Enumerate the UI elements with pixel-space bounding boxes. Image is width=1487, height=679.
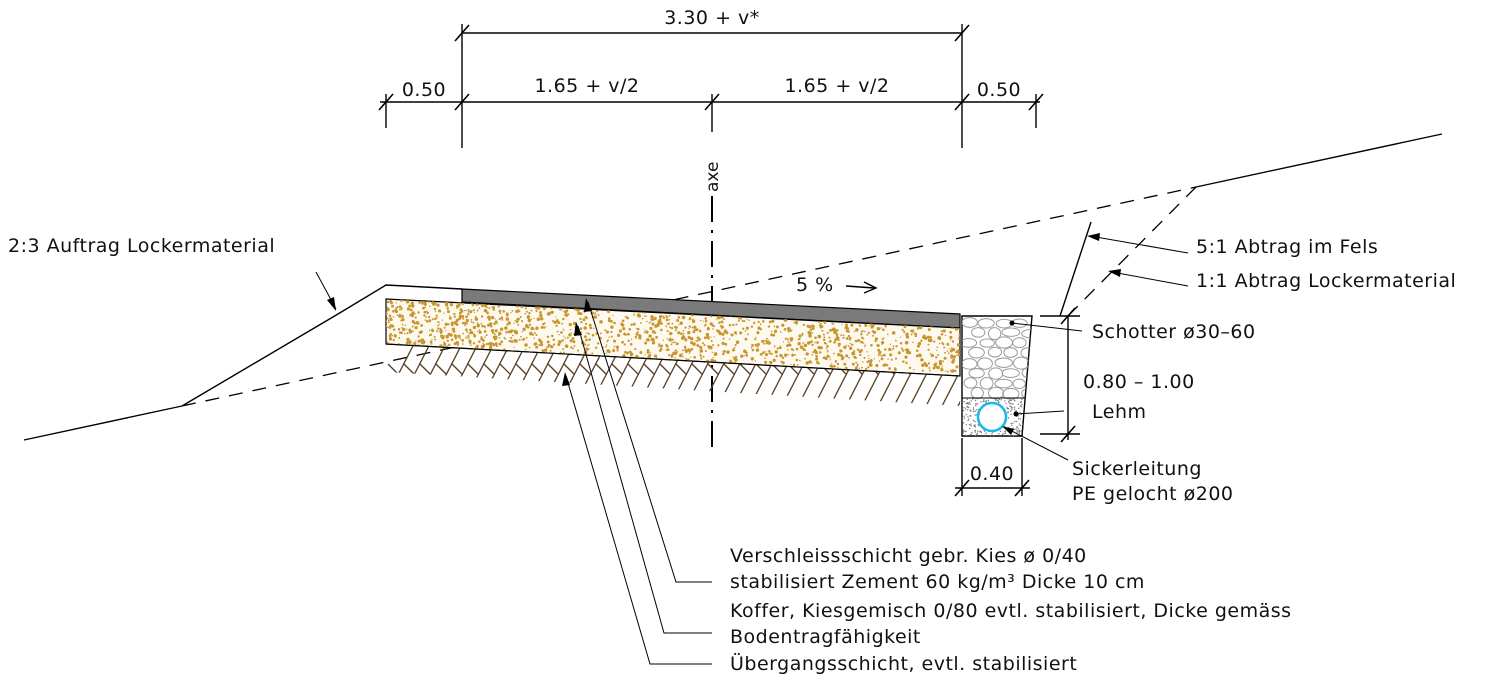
dim-shoulder-right-label: 0.50 [977,79,1021,101]
legend-line-5: Übergangsschicht, evtl. stabilisiert [730,652,1077,675]
dim-total-label: 3.30 + v* [664,7,760,29]
dim-half-left-label: 1.65 + v/2 [534,75,639,97]
drain-pipe [976,401,1008,433]
layer-legend: Verschleissschicht gebr. Kies ø 0/40 sta… [562,298,1292,675]
loose-cut-label: 1:1 Abtrag Lockermaterial [1196,270,1456,292]
cross-fall-label: 5 % [796,274,834,296]
terrain-lines [23,133,1443,441]
dim-shoulder-left-label: 0.50 [402,79,446,101]
cross-fall-indicator: 5 % [796,274,878,296]
legend-line-1: Verschleissschicht gebr. Kies ø 0/40 [730,545,1087,567]
legend-line-4: Bodentragfähigkeit [730,626,921,648]
fill-slope-label: 2:3 Auftrag Lockermaterial [8,235,275,257]
dim-depth-label: 0.80 – 1.00 [1083,371,1195,393]
drain-label-2: PE gelocht ø200 [1072,483,1234,505]
axis-label: axe [703,162,723,192]
base-speckle-texture [386,299,960,373]
dim-half-right-label: 1.65 + v/2 [784,75,889,97]
legend-line-3: Koffer, Kiesgemisch 0/80 evtl. stabilisi… [730,600,1292,622]
dim-trench-width-label: 0.40 [970,463,1014,485]
clay-label: Lehm [1092,401,1147,423]
rock-cut-label: 5:1 Abtrag im Fels [1196,236,1378,258]
drain-label-1: Sickerleitung [1072,458,1202,480]
dimension-chain: 3.30 + v* 1.65 + v/2 1.65 + v/2 0.50 0.5… [378,7,1044,148]
pavement-structure [385,288,961,406]
legend-line-2: stabilisiert Zement 60 kg/m³ Dicke 10 cm [730,571,1145,593]
drainage-trench: 0.80 – 1.00 0.40 [954,307,1195,497]
gravel-label: Schotter ø30–60 [1092,321,1256,343]
